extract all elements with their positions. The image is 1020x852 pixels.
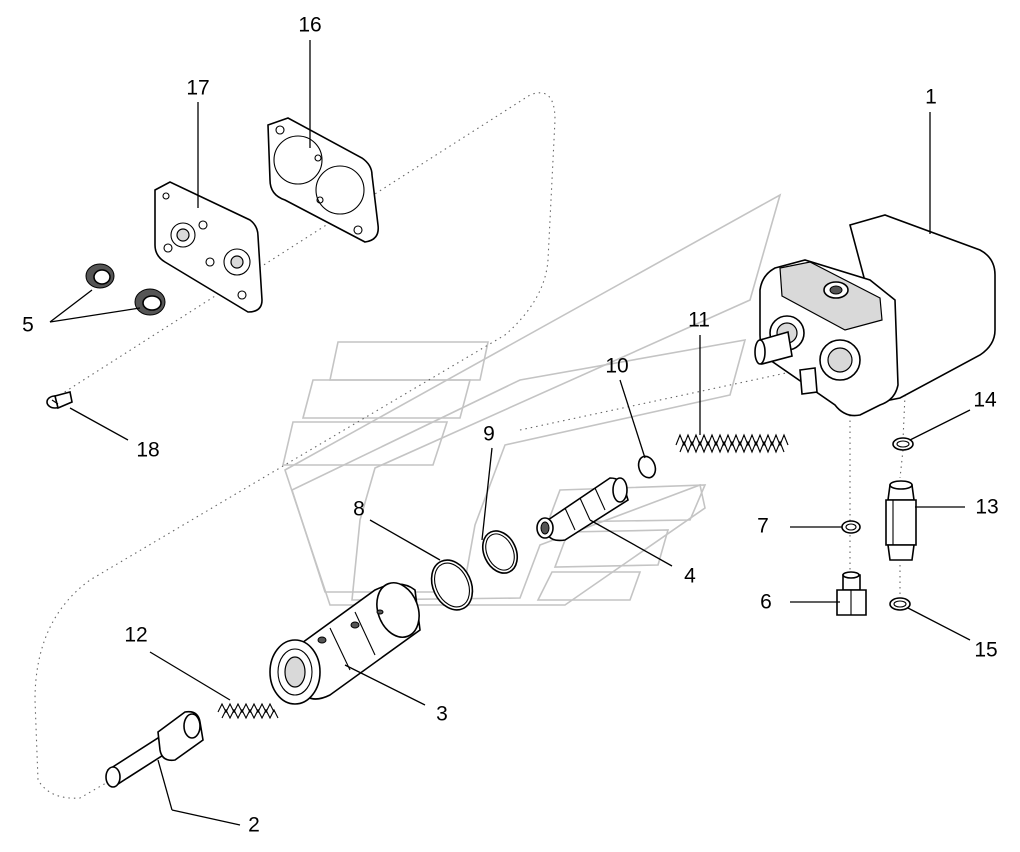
leader-lines: [49, 40, 971, 826]
part-17-cover-plate: [154, 181, 263, 313]
part-7-seal: [841, 520, 861, 534]
callout-labels: 1 2 3 4 5 6 7 8 9 10 11 12 13 14 15 16 1…: [22, 14, 999, 837]
callout-3: 3: [436, 703, 448, 726]
callout-13: 13: [975, 496, 998, 519]
part-18-screw: [46, 391, 73, 410]
assembly-center-lines: [34, 92, 906, 799]
callout-5: 5: [22, 314, 34, 337]
part-16-gasket: [267, 117, 380, 243]
part-11-spring: [675, 433, 789, 454]
callout-17: 17: [186, 77, 209, 100]
part-10-o-ring: [637, 455, 657, 479]
callout-9: 9: [483, 423, 495, 446]
part-15-o-ring: [889, 597, 911, 611]
part-12-spring: [217, 702, 279, 720]
callout-8: 8: [353, 498, 365, 521]
callout-2: 2: [248, 814, 260, 837]
callout-12: 12: [124, 624, 147, 647]
part-5-seals: [85, 263, 166, 316]
part-3-valve-body: [269, 582, 421, 705]
callout-4: 4: [684, 565, 696, 588]
callout-16: 16: [298, 14, 321, 37]
watermark-logo: [281, 193, 782, 606]
callout-6: 6: [760, 591, 772, 614]
part-1-housing: [754, 214, 996, 417]
part-2-adjuster: [105, 710, 204, 788]
callout-14: 14: [973, 389, 997, 412]
part-4-spool: [536, 477, 629, 542]
part-6-fitting: [836, 571, 867, 616]
part-14-o-ring: [892, 437, 914, 451]
callout-11: 11: [688, 309, 710, 332]
part-13-relief-valve: [885, 480, 917, 561]
callout-18: 18: [136, 439, 159, 462]
callout-10: 10: [605, 355, 628, 378]
callout-1: 1: [925, 86, 937, 109]
part-8-o-ring: [430, 559, 474, 611]
callout-15: 15: [974, 639, 997, 662]
part-9-o-ring: [481, 530, 519, 574]
callout-7: 7: [757, 515, 769, 538]
